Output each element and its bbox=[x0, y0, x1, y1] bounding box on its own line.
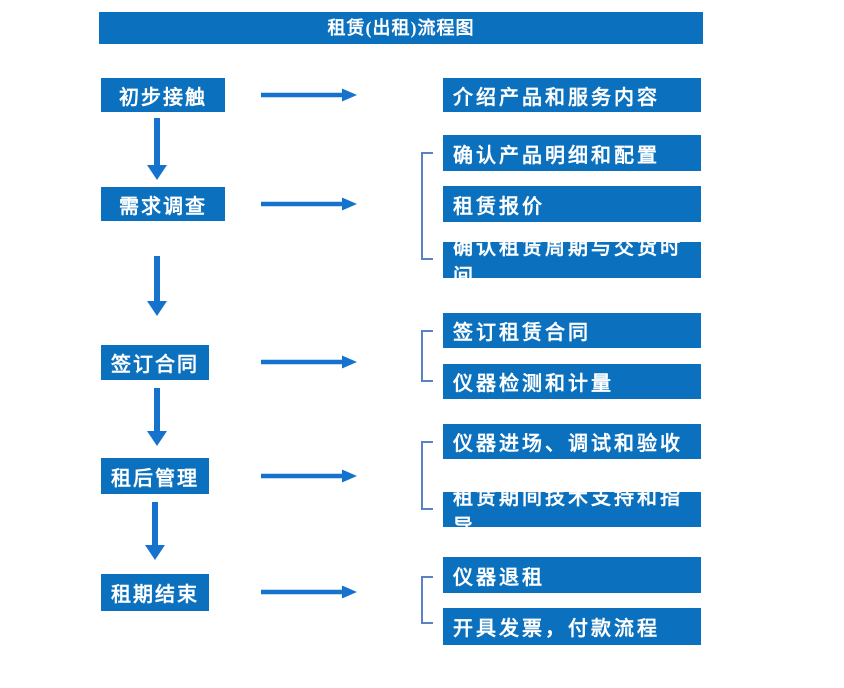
down-arrow bbox=[147, 256, 167, 316]
step-box-sign-rental-contract: 签订租赁合同 bbox=[443, 313, 701, 348]
group-bracket bbox=[421, 441, 433, 510]
group-bracket bbox=[421, 576, 433, 624]
step-box-instrument-testing: 仪器检测和计量 bbox=[443, 364, 701, 399]
group-bracket bbox=[421, 152, 433, 260]
step-box-invoice-payment: 开具发票，付款流程 bbox=[443, 608, 701, 645]
down-arrow bbox=[145, 502, 165, 560]
stage-box-initial-contact: 初步接触 bbox=[101, 78, 225, 112]
step-box-instrument-setup: 仪器进场、调试和验收 bbox=[443, 424, 701, 459]
down-arrow bbox=[147, 388, 167, 446]
right-arrow bbox=[261, 585, 357, 599]
step-box-instrument-return: 仪器退租 bbox=[443, 557, 701, 593]
flowchart-title: 租赁(出租)流程图 bbox=[99, 12, 703, 44]
step-box-tech-support: 租赁期间技术支持和指导 bbox=[443, 487, 701, 538]
right-arrow bbox=[261, 469, 357, 483]
stage-box-lease-end: 租期结束 bbox=[101, 574, 209, 611]
step-box-introduce-products: 介绍产品和服务内容 bbox=[443, 78, 701, 112]
step-box-confirm-period: 确认租赁周期与交货时间 bbox=[443, 237, 701, 288]
right-arrow bbox=[261, 197, 357, 211]
stage-box-demand-survey: 需求调查 bbox=[101, 187, 225, 221]
right-arrow bbox=[261, 88, 357, 102]
right-arrow bbox=[261, 355, 357, 369]
stage-box-post-rental-management: 租后管理 bbox=[101, 458, 209, 494]
down-arrow bbox=[147, 118, 167, 180]
step-box-rental-quote: 租赁报价 bbox=[443, 186, 701, 222]
step-box-confirm-details: 确认产品明细和配置 bbox=[443, 135, 701, 171]
group-bracket bbox=[421, 330, 433, 382]
stage-box-sign-contract: 签订合同 bbox=[101, 345, 209, 380]
